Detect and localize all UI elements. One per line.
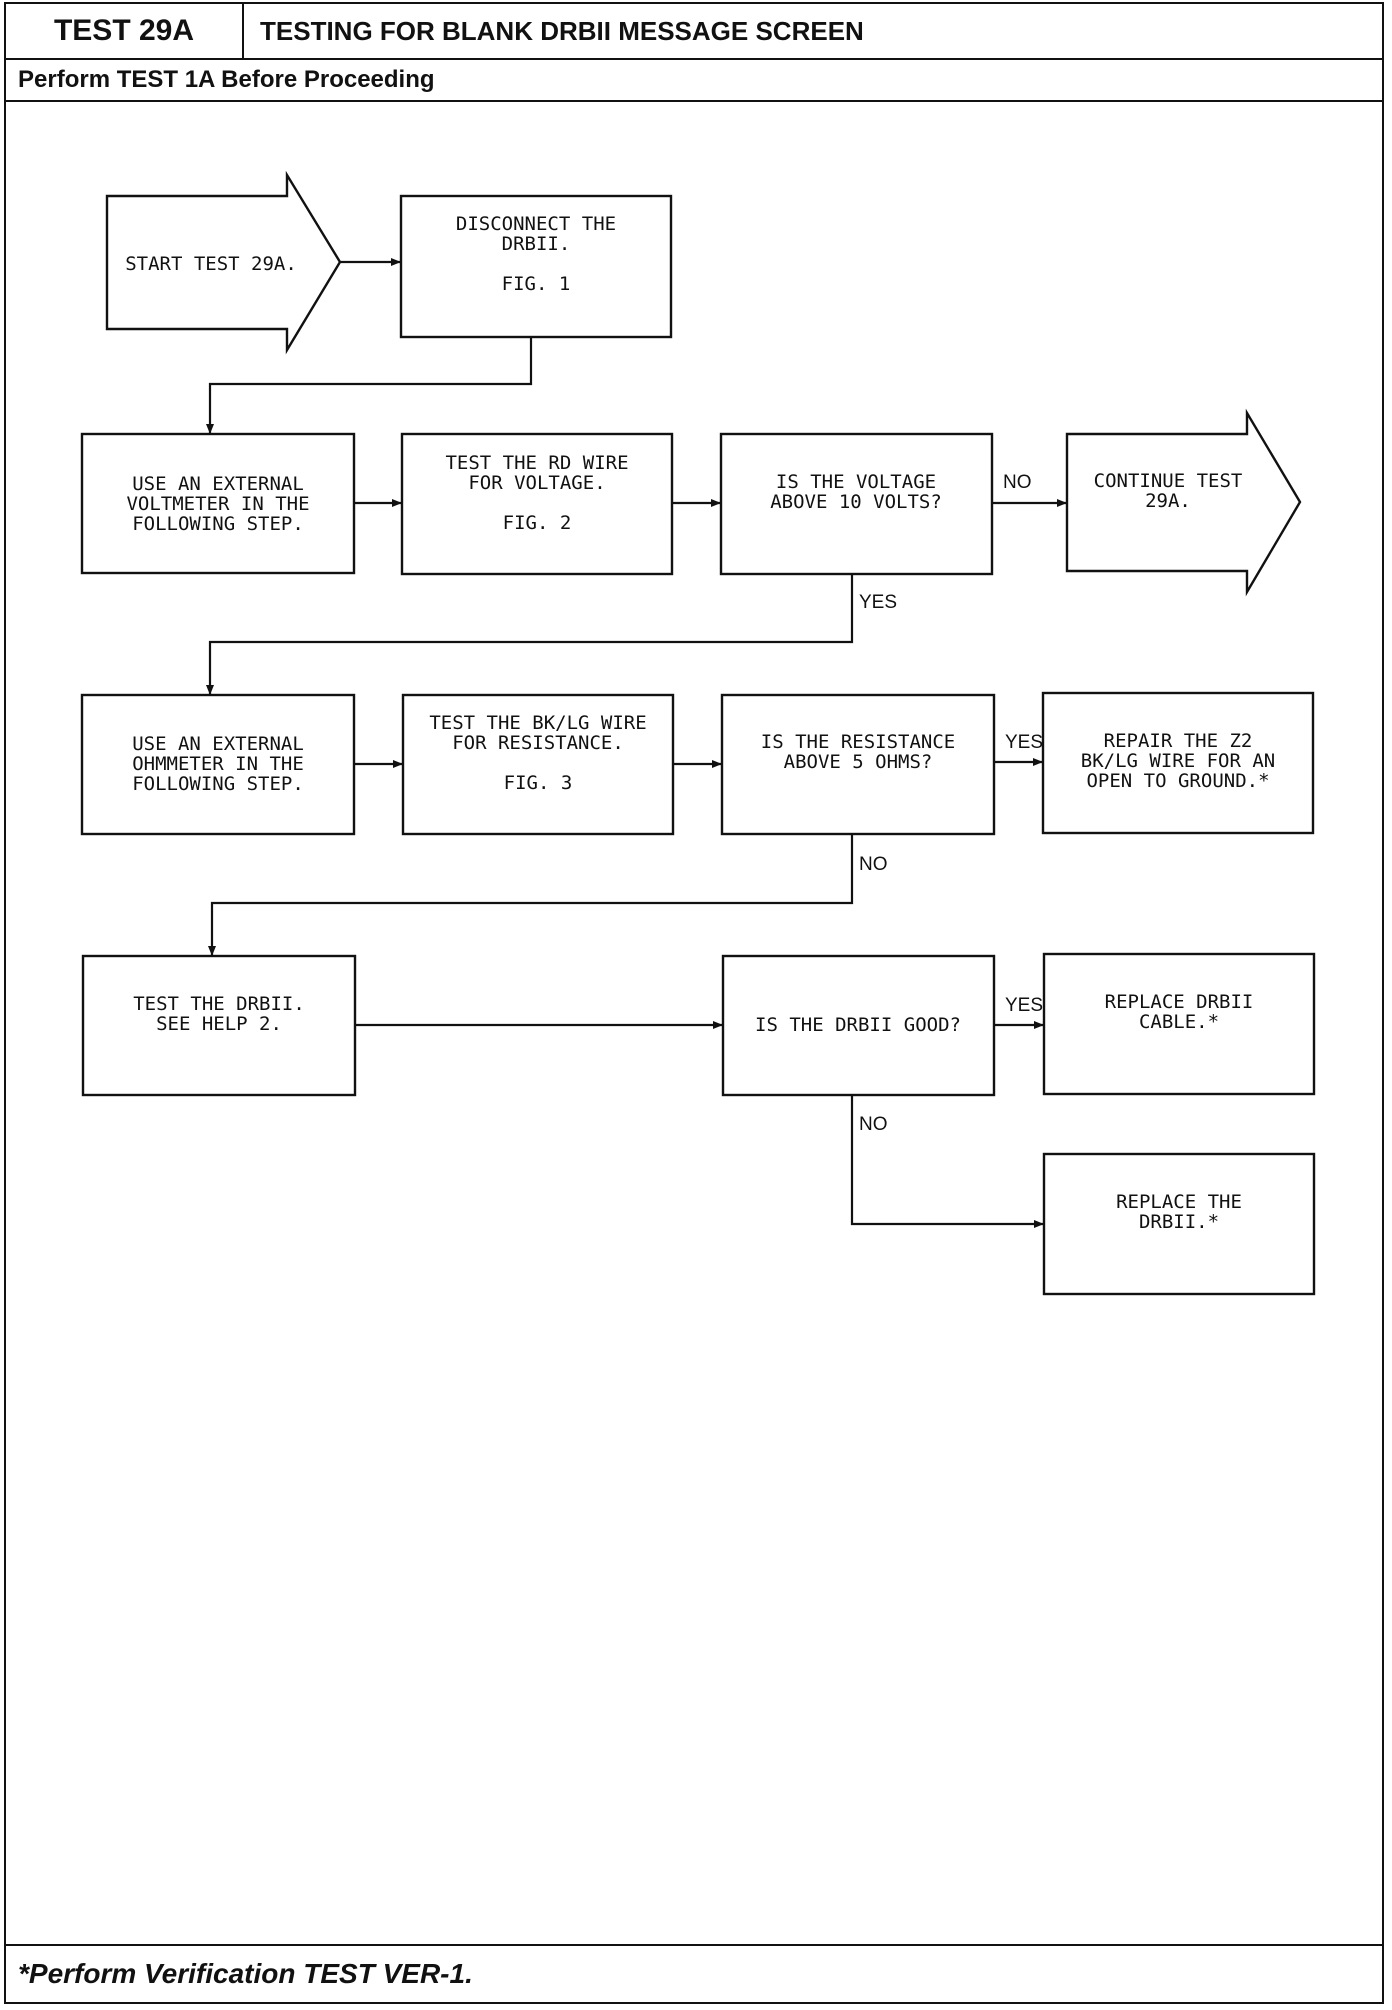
node-q-resistance (720, 693, 996, 836)
continue-line: CONTINUE TEST (1094, 470, 1243, 492)
q_resistance-line: IS THE RESISTANCE (761, 731, 955, 753)
edge-qresistance-no (208, 834, 854, 956)
repair-line: REPAIR THE Z2 (1104, 730, 1253, 752)
edge-disconnect-voltmeter (206, 337, 533, 434)
test_bklg-line: TEST THE BK/LG WIRE (429, 712, 646, 734)
node-continue (1065, 408, 1302, 597)
label-resistance-yes: YES (1005, 732, 1043, 753)
replace_cable-line: REPLACE DRBII (1105, 991, 1254, 1013)
replace_cable-line: CABLE.* (1139, 1011, 1219, 1033)
page-subtitle: Perform TEST 1A Before Proceeding (6, 60, 1382, 102)
test-id: TEST 29A (6, 4, 244, 60)
node-q-voltage (719, 432, 994, 576)
q_voltage-line: IS THE VOLTAGE (776, 471, 936, 493)
test_rd-line: FOR VOLTAGE. (468, 472, 605, 494)
node-ohmmeter (80, 693, 356, 836)
voltmeter-line: FOLLOWING STEP. (132, 513, 304, 535)
disconnect-line: DRBII. (502, 233, 571, 255)
connectors (206, 258, 1067, 1228)
ohmmeter-line: FOLLOWING STEP. (132, 773, 304, 795)
voltmeter-line: USE AN EXTERNAL (132, 473, 304, 495)
q_resistance-line: ABOVE 5 OHMS? (784, 751, 933, 773)
voltmeter-line: VOLTMETER IN THE (126, 493, 309, 515)
node-replace-drbii (1042, 1152, 1316, 1296)
disconnect-line: DISCONNECT THE (456, 213, 616, 235)
node-voltmeter (80, 432, 356, 575)
test_drbii-line: TEST THE DRBII. (133, 993, 305, 1015)
replace_drbii-line: DRBII.* (1139, 1211, 1219, 1233)
test_drbii-line: SEE HELP 2. (156, 1013, 282, 1035)
disconnect-line: FIG. 1 (502, 273, 571, 295)
label-drbii-yes: YES (1005, 995, 1043, 1016)
page-title: TESTING FOR BLANK DRBII MESSAGE SCREEN (244, 4, 1382, 60)
label-voltage-yes: YES (859, 592, 897, 613)
test_rd-line: FIG. 2 (503, 512, 572, 534)
q_drbii-line: IS THE DRBII GOOD? (755, 1014, 961, 1036)
repair-line: OPEN TO GROUND.* (1086, 770, 1269, 792)
edge-qdrbii-no (850, 1095, 1044, 1228)
node-test-bklg (401, 693, 675, 836)
node-start (105, 170, 342, 355)
label-drbii-no: NO (859, 1114, 888, 1135)
label-voltage-no: NO (1003, 472, 1032, 493)
ohmmeter-line: OHMMETER IN THE (132, 753, 304, 775)
test_rd-line: TEST THE RD WIRE (445, 452, 628, 474)
replace_drbii-line: REPLACE THE (1116, 1191, 1242, 1213)
node-disconnect (399, 194, 673, 339)
test_bklg-line: FOR RESISTANCE. (452, 732, 624, 754)
ohmmeter-line: USE AN EXTERNAL (132, 733, 304, 755)
repair-line: BK/LG WIRE FOR AN (1081, 750, 1275, 772)
node-start-text: START TEST 29A. (125, 253, 297, 275)
node-test-drbii-text: TEST THE DRBII.SEE HELP 2. (133, 993, 305, 1035)
page-frame: TEST 29A TESTING FOR BLANK DRBII MESSAGE… (4, 2, 1384, 2004)
start-line: START TEST 29A. (125, 253, 297, 275)
q_voltage-line: ABOVE 10 VOLTS? (770, 491, 942, 513)
node-replace-cable (1042, 952, 1316, 1096)
node-test-drbii (81, 954, 357, 1097)
node-q-drbii-text: IS THE DRBII GOOD? (755, 1014, 961, 1036)
node-repair (1041, 691, 1315, 835)
verification-note: *Perform Verification TEST VER-1. (6, 1944, 1382, 2002)
edge-qvoltage-yes (206, 574, 854, 695)
test_bklg-line: FIG. 3 (504, 772, 573, 794)
label-resistance-no: NO (859, 854, 888, 875)
node-q-drbii (721, 954, 996, 1097)
node-test-rd (400, 432, 674, 576)
continue-line: 29A. (1145, 490, 1191, 512)
